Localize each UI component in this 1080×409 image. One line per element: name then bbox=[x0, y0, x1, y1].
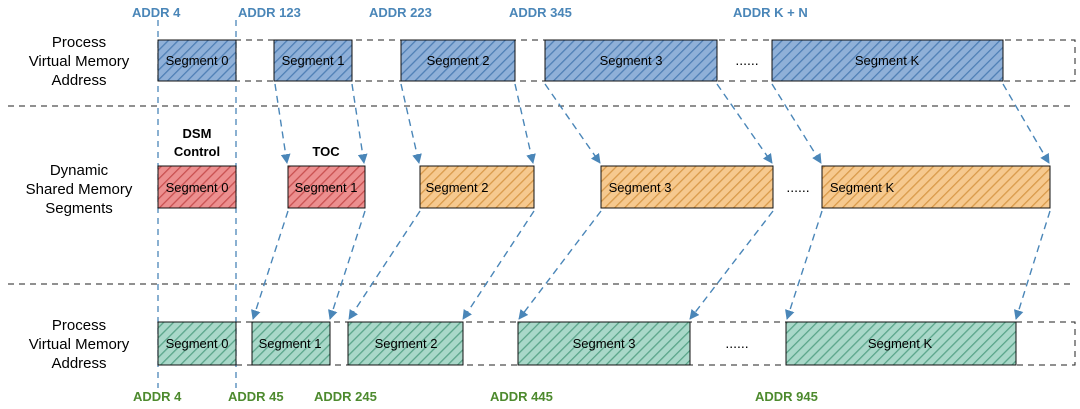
middle-segment-0 bbox=[157, 165, 237, 209]
top-segments: Segment 0 Segment 1 Segment 2 Segment 3 … bbox=[157, 39, 1004, 82]
arrow-bottom-segk-right bbox=[1013, 210, 1051, 320]
middle-segment-1-label: Segment 1 bbox=[295, 180, 358, 195]
row-label-middle-line-2: Shared Memory bbox=[26, 181, 133, 198]
bottom-segment-0-label: Segment 0 bbox=[166, 336, 229, 351]
top-addr-3: ADDR 345 bbox=[509, 5, 572, 20]
bottom-segment-1-label: Segment 1 bbox=[259, 336, 322, 351]
arrow-top-segk-right bbox=[1002, 83, 1050, 164]
middle-segment-0-label: Segment 0 bbox=[166, 180, 229, 195]
arrow-top-seg3-left bbox=[544, 83, 601, 164]
arrow-bottom-seg1-left bbox=[251, 210, 289, 320]
row-label-top: Process Virtual Memory Address bbox=[29, 34, 130, 89]
top-segment-3 bbox=[544, 39, 718, 82]
arrow-top-seg2-right bbox=[514, 83, 536, 164]
arrow-bottom-seg3-right bbox=[689, 210, 774, 320]
bottom-row-band bbox=[157, 321, 1076, 366]
dsm-control-label-line-2: Control bbox=[174, 144, 220, 159]
top-segment-k-label: Segment K bbox=[855, 53, 920, 68]
arrow-top-seg1-right bbox=[351, 83, 368, 164]
bottom-addr-4: ADDR 945 bbox=[755, 389, 818, 404]
arrow-bottom-seg1-right bbox=[328, 210, 366, 320]
arrow-bottom-seg3-left bbox=[518, 210, 602, 320]
toc-label: TOC bbox=[312, 144, 340, 159]
top-segment-0 bbox=[157, 39, 237, 82]
arrows-middle-to-bottom bbox=[251, 210, 1051, 320]
middle-segment-k-label: Segment K bbox=[830, 180, 895, 195]
row-label-top-line-2: Virtual Memory bbox=[29, 53, 130, 70]
bottom-segment-k bbox=[785, 321, 1017, 366]
top-segment-0-label: Segment 0 bbox=[166, 53, 229, 68]
row-label-bottom-line-2: Virtual Memory bbox=[29, 336, 130, 353]
top-addr-0: ADDR 4 bbox=[132, 5, 181, 20]
middle-segment-2 bbox=[419, 165, 535, 209]
top-segment-2-label: Segment 2 bbox=[427, 53, 490, 68]
top-segment-k bbox=[771, 39, 1004, 82]
row-label-top-line-1: Process bbox=[52, 34, 106, 51]
bottom-address-labels: ADDR 4 ADDR 45 ADDR 245 ADDR 445 ADDR 94… bbox=[133, 389, 818, 404]
arrow-bottom-segk-left bbox=[785, 210, 823, 320]
middle-ellipsis: ...... bbox=[786, 179, 809, 195]
bottom-segment-k-label: Segment K bbox=[868, 336, 933, 351]
bottom-segment-0 bbox=[157, 321, 237, 366]
row-label-middle-line-3: Segments bbox=[45, 200, 113, 217]
arrow-top-seg1-left bbox=[274, 83, 291, 164]
bottom-segments: Segment 0 Segment 1 Segment 2 Segment 3 … bbox=[157, 321, 1017, 366]
row-label-bottom-line-3: Address bbox=[51, 355, 106, 372]
bottom-addr-1: ADDR 45 bbox=[228, 389, 284, 404]
row-label-top-line-3: Address bbox=[51, 72, 106, 89]
middle-segment-k bbox=[821, 165, 1051, 209]
dsm-control-label-line-1: DSM bbox=[183, 126, 212, 141]
bottom-segment-2-label: Segment 2 bbox=[375, 336, 438, 351]
top-segment-1-label: Segment 1 bbox=[282, 53, 345, 68]
middle-segment-1 bbox=[287, 165, 366, 209]
bottom-segment-3-label: Segment 3 bbox=[573, 336, 636, 351]
middle-segment-3 bbox=[600, 165, 774, 209]
arrow-bottom-seg2-right bbox=[462, 210, 535, 320]
arrow-top-segk-left bbox=[771, 83, 822, 164]
bottom-segment-1 bbox=[251, 321, 331, 366]
top-addr-4: ADDR K + N bbox=[733, 5, 808, 20]
row-label-bottom-line-1: Process bbox=[52, 317, 106, 334]
top-addr-1: ADDR 123 bbox=[238, 5, 301, 20]
arrow-top-seg2-left bbox=[400, 83, 422, 164]
bottom-segment-3 bbox=[517, 321, 691, 366]
bottom-addr-0: ADDR 4 bbox=[133, 389, 182, 404]
bottom-addr-2: ADDR 245 bbox=[314, 389, 377, 404]
row-label-middle-line-1: Dynamic bbox=[50, 162, 109, 179]
row-label-bottom: Process Virtual Memory Address bbox=[29, 317, 130, 372]
top-segment-1 bbox=[273, 39, 353, 82]
top-segment-2 bbox=[400, 39, 516, 82]
middle-segments: Segment 0 Segment 1 Segment 2 Segment 3 … bbox=[157, 165, 1051, 209]
middle-segment-3-label: Segment 3 bbox=[609, 180, 672, 195]
middle-segment-2-label: Segment 2 bbox=[426, 180, 489, 195]
row-label-middle: Dynamic Shared Memory Segments bbox=[26, 162, 133, 217]
top-addr-2: ADDR 223 bbox=[369, 5, 432, 20]
top-ellipsis: ...... bbox=[735, 52, 758, 68]
top-segment-3-label: Segment 3 bbox=[600, 53, 663, 68]
bottom-ellipsis: ...... bbox=[725, 335, 748, 351]
bottom-addr-3: ADDR 445 bbox=[490, 389, 553, 404]
bottom-segment-2 bbox=[347, 321, 464, 366]
arrows-top-to-middle bbox=[274, 83, 1050, 164]
arrow-bottom-seg2-left bbox=[348, 210, 421, 320]
top-address-labels: ADDR 4 ADDR 123 ADDR 223 ADDR 345 ADDR K… bbox=[132, 5, 808, 20]
arrow-top-seg3-right bbox=[716, 83, 773, 164]
